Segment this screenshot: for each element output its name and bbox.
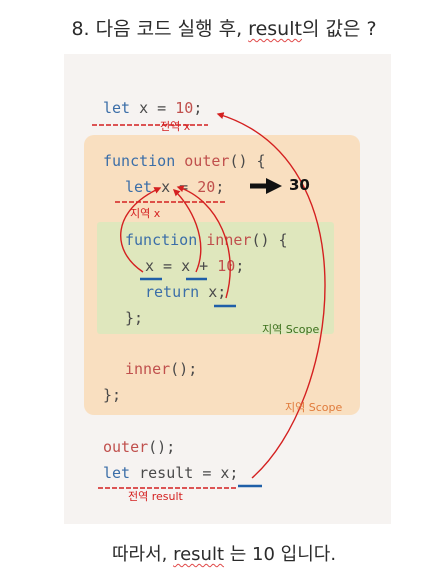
code-line-outer-close: };	[103, 386, 122, 404]
title-prefix: 8. 다음 코드 실행 후,	[71, 18, 249, 40]
footer-keyword: result	[173, 544, 225, 565]
footer-prefix: 따라서,	[111, 544, 174, 565]
code-line-global-let: let x = 10;	[103, 99, 203, 117]
inner-scope-box	[97, 222, 334, 334]
code-line-local-let: let x = 20;	[125, 178, 225, 196]
arrow-return-x-to-local	[176, 185, 231, 299]
footer-suffix: 는 10 입니다.	[224, 544, 337, 565]
title-suffix: 의 값은 ?	[301, 18, 377, 40]
arrow-value: 30	[289, 176, 310, 194]
label-local-x: 지역 x	[130, 207, 161, 220]
arrow-right-x-to-local	[172, 189, 202, 273]
title-keyword: result	[248, 18, 302, 40]
code-line-inner-call: inner();	[125, 360, 198, 378]
code-line-inner-decl: function inner() {	[125, 231, 288, 249]
label-global-x: 전역 x	[160, 120, 191, 133]
question-title: 8. 다음 코드 실행 후, result의 값은 ?	[0, 14, 448, 41]
answer-footer: 따라서, result 는 10 입니다.	[0, 540, 448, 566]
code-line-outer-call: outer();	[103, 438, 176, 456]
code-line-outer-decl: function outer() {	[103, 152, 266, 170]
arrow-result-x-to-global	[216, 112, 326, 479]
code-line-return: return x;	[145, 283, 227, 301]
label-inner-scope: 지역 Scope	[262, 323, 320, 336]
label-global-result: 전역 result	[128, 490, 183, 503]
arrow-left-x-to-local	[120, 187, 162, 273]
code-line-result: let result = x;	[103, 464, 239, 482]
label-outer-scope: 지역 Scope	[285, 401, 343, 414]
code-line-inner-close: };	[125, 309, 144, 327]
